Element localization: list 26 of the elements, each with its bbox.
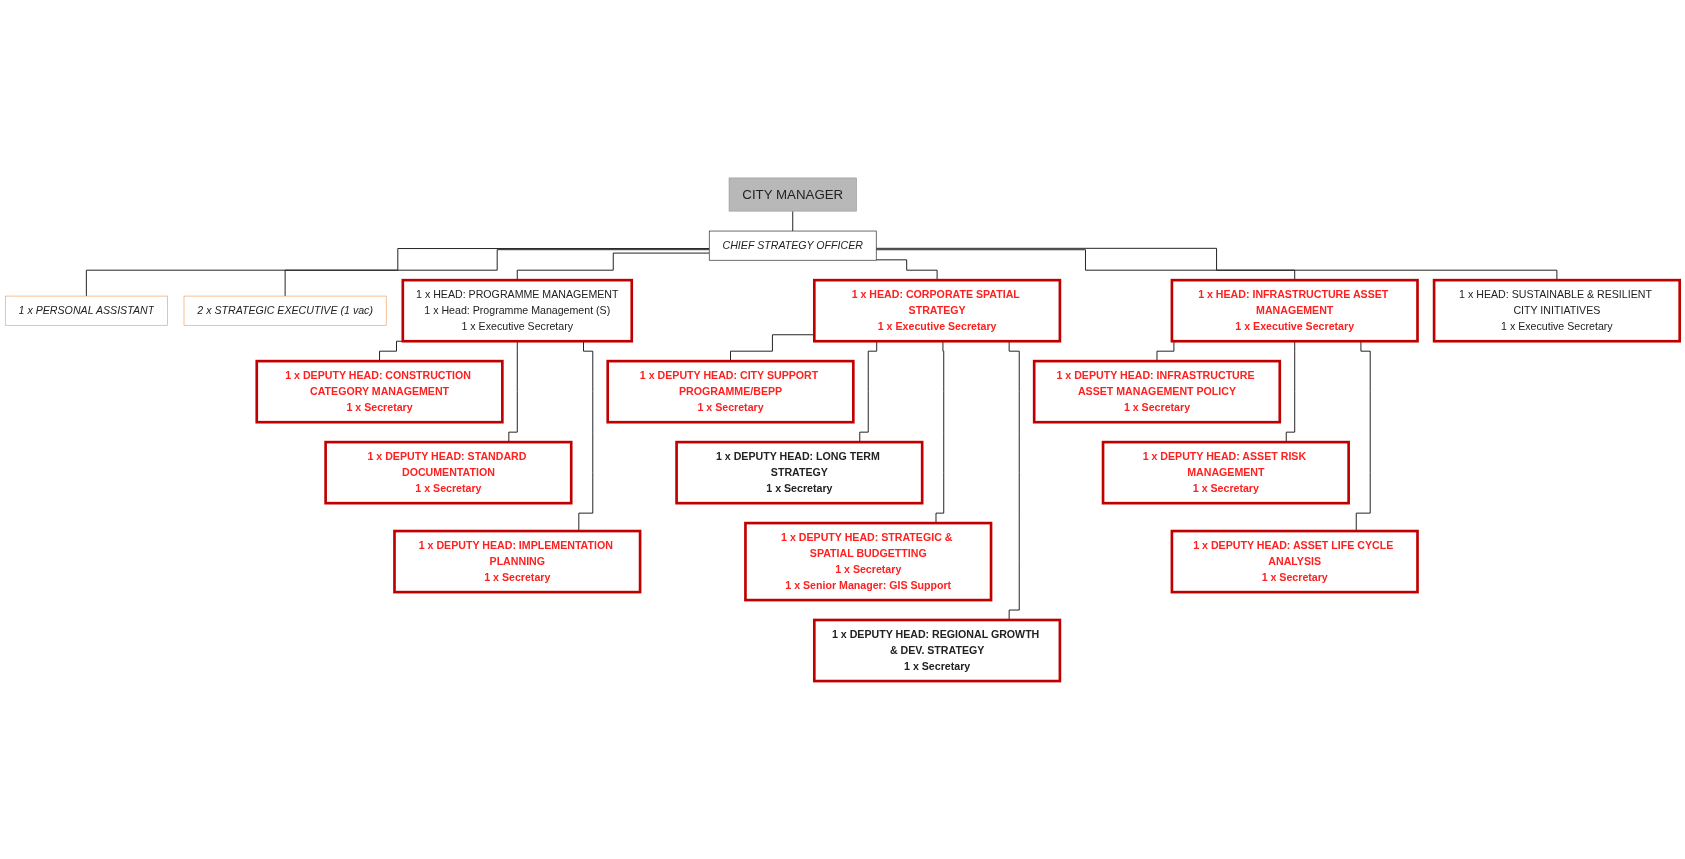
node-box: 1 x DEPUTY HEAD: STANDARD DOCUMENTATION 1 x Secretary	[324, 440, 573, 505]
node-box: 1 x DEPUTY HEAD: INFRASTRUCTURE ASSET MANAGEMENT POLICY 1 x Secretary	[1032, 359, 1282, 424]
node-box: 1 x DEPUTY HEAD: ASSET LIFE CYCLE ANALYSIS 1 x Secretary	[1170, 529, 1419, 594]
connector	[875, 249, 1296, 281]
node-box: 1 x DEPUTY HEAD: STRATEGIC & SPATIAL BUDGETTING 1 x Secretary 1 x Senior Manager: GIS Support	[744, 521, 993, 602]
node-box: 1 x DEPUTY HEAD: REGIONAL GROWTH & DEV. STRATEGY 1 x Secretary	[812, 618, 1062, 683]
node-box: 1 x HEAD: SUSTAINABLE & RESILIENT CITY INITIATIVES 1 x Executive Secretary	[1432, 278, 1681, 343]
node-box: 2 x STRATEGIC EXECUTIVE (1 vac)	[183, 295, 387, 326]
node-box: 1 x DEPUTY HEAD: LONG TERM STRATEGY 1 x Secretary	[675, 440, 924, 505]
node-box: 1 x PERSONAL ASSISTANT	[4, 295, 168, 326]
node-box: 1 x DEPUTY HEAD: ASSET RISK MANAGEMENT 1 x Secretary	[1101, 440, 1350, 505]
connector	[875, 259, 938, 281]
connector	[875, 247, 1558, 281]
node-box: 1 x DEPUTY HEAD: CONSTRUCTION CATEGORY MANAGEMENT 1 x Secretary	[255, 359, 504, 424]
node-box: 1 x HEAD: CORPORATE SPATIAL STRATEGY 1 x Executive Secretary	[812, 278, 1062, 343]
node-box: 1 x HEAD: INFRASTRUCTURE ASSET MANAGEMENT 1 x Executive Secretary	[1170, 278, 1419, 343]
node-box: 1 x DEPUTY HEAD: IMPLEMENTATION PLANNING 1 x Secretary	[393, 529, 642, 594]
node-box: 1 x DEPUTY HEAD: CITY SUPPORT PROGRAMME/BEPP 1 x Secretary	[606, 359, 855, 424]
node-box: 1 x HEAD: PROGRAMME MANAGEMENT 1 x Head: Programme Management (S) 1 x Executive Secretary	[401, 278, 634, 343]
node-box: CHIEF STRATEGY OFFICER	[708, 230, 877, 261]
connector	[284, 249, 710, 297]
connector	[85, 248, 710, 297]
connector	[792, 210, 794, 232]
node-box: CITY MANAGER	[728, 177, 857, 212]
connector	[516, 252, 710, 281]
connector	[730, 334, 815, 362]
